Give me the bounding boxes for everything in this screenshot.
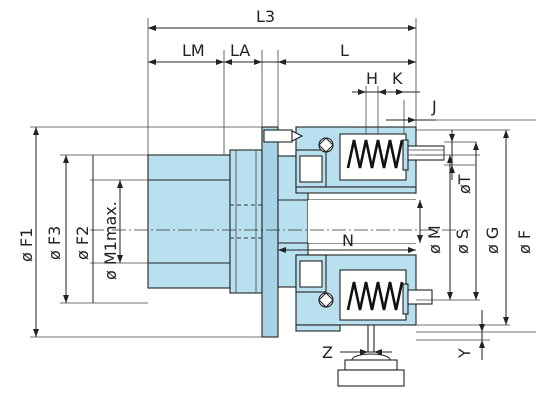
label-k: K	[392, 69, 403, 88]
hub	[147, 154, 231, 289]
dimension-labels: L3 LM LA L H K J N Z Y ø F1 ø F3 ø F2 ø …	[17, 7, 534, 362]
label-f1: ø F1	[17, 228, 36, 262]
cable-lead	[337, 325, 405, 387]
label-la: LA	[230, 41, 250, 60]
label-f: ø F	[515, 230, 534, 254]
label-g: ø G	[483, 227, 502, 254]
clutch-assembly	[90, 126, 470, 387]
label-t: øT	[455, 174, 474, 194]
label-m1: ø M1max.	[101, 201, 120, 280]
label-n: N	[342, 231, 354, 250]
label-m: ø M	[425, 225, 444, 254]
label-l: L	[340, 41, 349, 60]
label-z: Z	[322, 343, 333, 362]
label-j: J	[431, 97, 437, 116]
upper-coil-housing	[263, 126, 445, 194]
lower-coil-housing	[295, 254, 433, 332]
armature-plate	[261, 126, 279, 338]
label-s: ø S	[453, 229, 472, 254]
label-lm: LM	[182, 41, 205, 60]
label-l3: L3	[256, 7, 275, 26]
label-h: H	[366, 69, 378, 88]
label-f3: ø F3	[45, 226, 64, 260]
dimension-lines	[33, 25, 509, 360]
label-f2: ø F2	[73, 226, 92, 260]
label-y: Y	[455, 348, 474, 359]
flange	[229, 149, 263, 294]
